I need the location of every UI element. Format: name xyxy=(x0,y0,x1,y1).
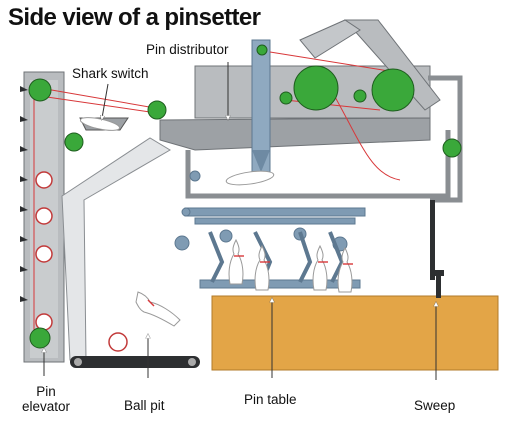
label-pin-elevator-line2: elevator xyxy=(18,399,74,414)
label-pin-distributor: Pin distributor xyxy=(146,42,229,57)
arm-plate xyxy=(300,20,360,58)
label-shark-switch: Shark switch xyxy=(72,66,149,81)
chute-band xyxy=(160,118,430,150)
pin-table-mechanism xyxy=(175,171,365,288)
ball-return-panel xyxy=(62,138,170,360)
sweep-bar xyxy=(430,200,444,298)
ball-pit-pin xyxy=(136,292,180,326)
ball-pit-roller xyxy=(109,333,127,351)
ball-pit-conveyor xyxy=(70,356,200,368)
pin-deck xyxy=(212,296,498,370)
diagram-title: Side view of a pinsetter xyxy=(8,4,260,32)
label-ball-pit: Ball pit xyxy=(124,398,165,413)
label-pin-table: Pin table xyxy=(244,392,297,407)
label-sweep: Sweep xyxy=(414,398,455,413)
label-pin-elevator: Pin elevator xyxy=(18,384,74,414)
label-pin-elevator-line1: Pin xyxy=(18,384,74,399)
